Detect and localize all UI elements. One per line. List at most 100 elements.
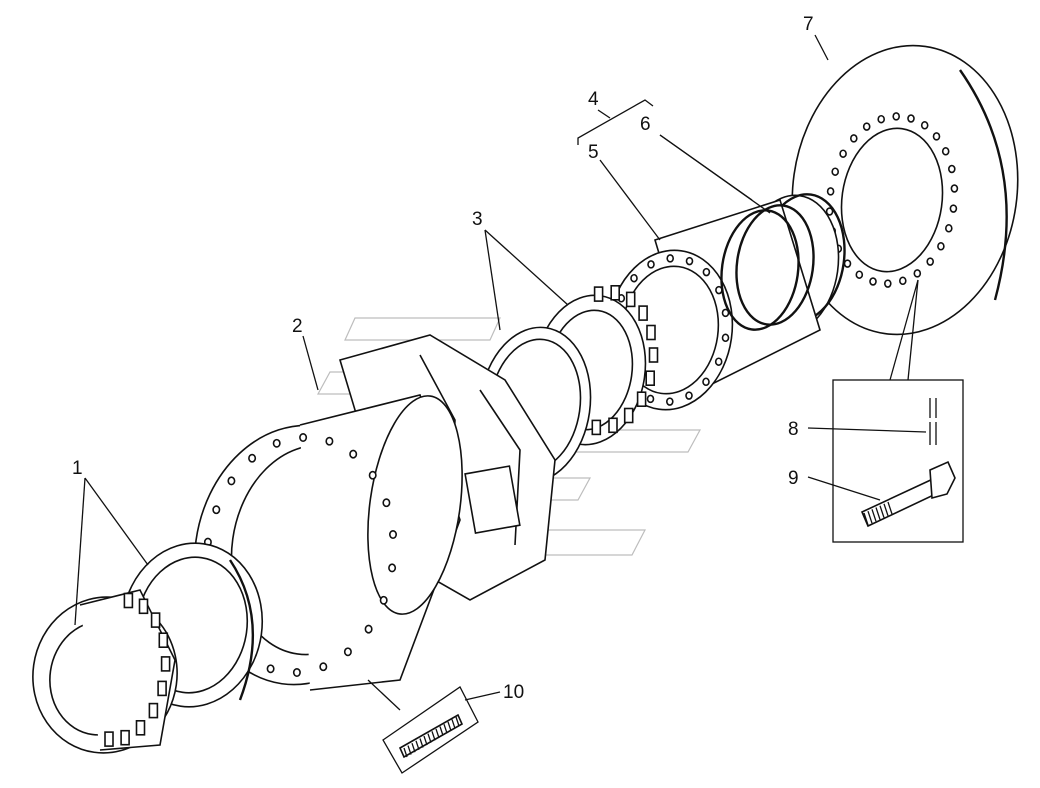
bolt-hole xyxy=(937,242,945,251)
thread-line xyxy=(455,716,460,727)
bolt-hole xyxy=(343,647,352,657)
thread-line xyxy=(415,740,420,751)
bolt-hole xyxy=(947,164,956,174)
roller xyxy=(148,702,159,719)
bolt-hole xyxy=(839,149,847,158)
callout-8: 8 xyxy=(788,419,799,440)
roller xyxy=(591,419,602,436)
leader-lines xyxy=(74,34,927,711)
roller xyxy=(646,324,656,341)
bolt-hole xyxy=(883,279,892,288)
bolt-hole xyxy=(877,114,886,124)
bolt-hole xyxy=(319,662,328,672)
bolt-hole xyxy=(388,563,397,573)
bolt-hole xyxy=(826,187,835,196)
bolt-hole xyxy=(666,254,675,263)
bolt-hole xyxy=(227,476,236,486)
bolt-hole xyxy=(212,505,221,515)
thread-line xyxy=(443,723,448,734)
bolt-hole xyxy=(382,498,391,508)
thread-line xyxy=(451,719,456,729)
bolt-hole xyxy=(379,595,388,605)
thread-line xyxy=(447,721,452,732)
callout-4: 4 xyxy=(588,89,599,110)
roller xyxy=(104,731,114,747)
seal-rings-part-6 xyxy=(720,204,815,331)
bolt-hole xyxy=(907,114,915,123)
thread-line xyxy=(863,512,869,526)
bolt-hole xyxy=(849,134,858,143)
bolt-hole xyxy=(926,257,935,266)
roller xyxy=(160,656,171,672)
roller xyxy=(158,632,169,649)
roller xyxy=(123,592,134,609)
thread-line xyxy=(871,509,877,522)
bolt-hole xyxy=(299,433,308,442)
roller xyxy=(625,291,636,308)
hub-housing-part-2 xyxy=(193,334,556,691)
brake-disc-part-7 xyxy=(791,44,1019,336)
bolt-hole xyxy=(702,377,710,387)
bolt-hole xyxy=(714,357,723,366)
roller xyxy=(636,391,647,408)
roller xyxy=(623,407,634,424)
bolt-hole xyxy=(950,184,959,193)
thread-line xyxy=(407,745,412,755)
roller xyxy=(157,680,167,697)
bolt-hole xyxy=(932,132,941,141)
bolt-hole xyxy=(869,277,877,286)
bolt-hole xyxy=(920,121,929,130)
roller xyxy=(135,719,146,736)
thread-line xyxy=(879,505,885,518)
bolt-hole xyxy=(862,122,871,131)
callout-9: 9 xyxy=(788,468,799,489)
thread-line xyxy=(431,731,436,741)
bolt-hole xyxy=(721,333,730,343)
thread-line xyxy=(887,501,893,515)
callout-7: 7 xyxy=(803,14,814,35)
callout-6: 6 xyxy=(640,114,651,135)
bolt-hole xyxy=(248,453,257,463)
roller xyxy=(608,417,618,434)
detail-box-bolt xyxy=(832,379,964,543)
thread-line xyxy=(435,728,440,739)
thread-line xyxy=(403,747,408,758)
bolt-hole xyxy=(898,276,907,286)
thread-line xyxy=(875,507,881,520)
bolt-hole xyxy=(944,224,953,233)
bolt-hole xyxy=(843,259,852,268)
bolt-hole xyxy=(646,394,655,404)
disc-bolt-holes xyxy=(825,112,959,288)
thread-line xyxy=(439,726,444,736)
callout-3: 3 xyxy=(472,209,483,230)
bolt-hole xyxy=(630,273,638,283)
bearing-part-1 xyxy=(32,542,264,754)
roller xyxy=(593,286,604,302)
bolt-hole xyxy=(892,112,901,121)
thread-line xyxy=(883,503,889,517)
thread-line xyxy=(419,738,424,748)
bolt-hole xyxy=(325,436,334,446)
bolt-hole xyxy=(665,397,674,406)
bolt-threads xyxy=(863,501,893,526)
bolt-hole xyxy=(349,449,358,459)
thread-line xyxy=(427,733,432,743)
bolt-hole xyxy=(855,270,864,279)
stud-threads xyxy=(403,716,460,758)
bolt-hole xyxy=(825,207,834,216)
bolt-hole xyxy=(913,269,922,278)
bolt-hole xyxy=(685,256,694,266)
bolt-hole xyxy=(266,664,275,674)
callout-2: 2 xyxy=(292,316,303,337)
thread-line xyxy=(411,742,416,753)
roller xyxy=(645,370,656,387)
thread-line xyxy=(423,735,428,746)
bolt-hole xyxy=(647,260,655,269)
bolt-hole xyxy=(364,624,373,634)
roller xyxy=(638,305,648,321)
stud-part-10 xyxy=(398,713,464,759)
callout-10: 10 xyxy=(503,682,524,703)
bolt-hole xyxy=(831,167,840,176)
roller xyxy=(150,612,161,628)
